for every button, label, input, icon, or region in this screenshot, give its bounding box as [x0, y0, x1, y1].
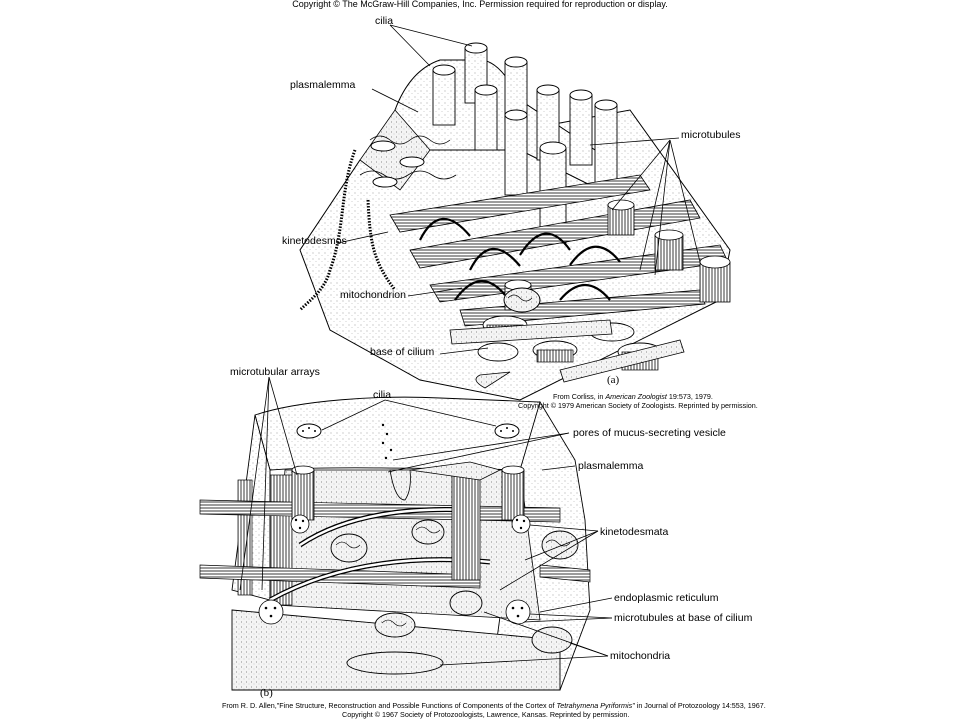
label-kinetodesmos: kinetodesmos — [282, 235, 347, 247]
panel-b-caption: (b) — [260, 687, 273, 699]
label-microtubular-arrays: microtubular arrays — [230, 366, 320, 378]
label-cilia-a: cilia — [375, 15, 394, 27]
panel-a-credit-line2: Copyright © 1979 American Society of Zoo… — [518, 401, 758, 410]
copyright-notice: Copyright © The McGraw-Hill Companies, I… — [292, 0, 668, 9]
label-plasmalemma-a: plasmalemma — [290, 79, 356, 91]
label-microtubules-base-cilium: microtubules at base of cilium — [614, 612, 753, 624]
label-kinetodesmata: kinetodesmata — [600, 526, 669, 538]
label-base-of-cilium-a: base of cilium — [370, 346, 435, 358]
label-plasmalemma-b: plasmalemma — [578, 460, 644, 472]
panel-a-credit-line1: From Corliss, in American Zoologist 19:5… — [553, 392, 713, 401]
label-cilia-b: cilia — [373, 389, 392, 401]
label-endoplasmic-reticulum: endoplasmic reticulum — [614, 592, 719, 604]
label-mitochondrion: mitochondrion — [340, 289, 406, 301]
label-mitochondria: mitochondria — [610, 650, 671, 662]
panel-b-credit-line1: From R. D. Allen,"Fine Structure, Recons… — [222, 701, 766, 710]
label-pores-mucus-vesicle: pores of mucus-secreting vesicle — [573, 427, 726, 439]
panel-b-credit-line2: Copyright © 1967 Society of Protozoologi… — [342, 710, 630, 719]
panel-a-caption: (a) — [607, 374, 620, 386]
label-microtubules-a: microtubules — [681, 129, 741, 141]
